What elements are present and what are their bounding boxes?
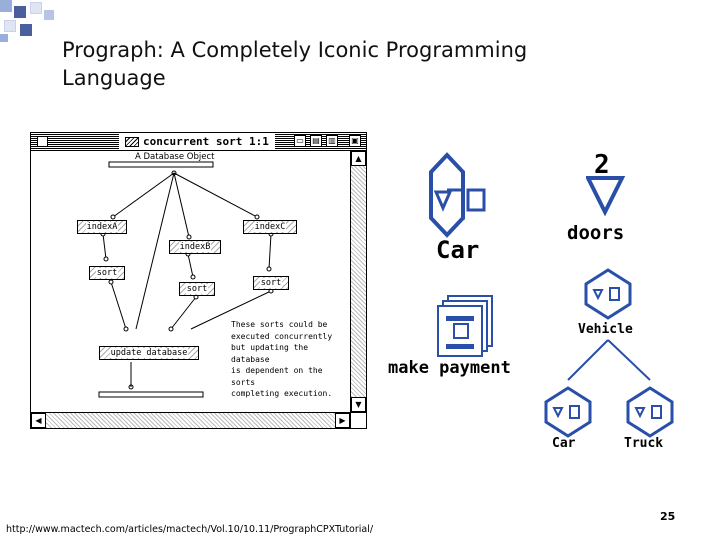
class-icon-car xyxy=(429,152,486,238)
doors-label: doors xyxy=(567,222,625,244)
note-line2: executed concurrently xyxy=(231,331,333,341)
info-icon[interactable]: ▥ xyxy=(326,135,338,147)
slide-title-line2: Language xyxy=(62,66,166,90)
window-titlebar[interactable]: concurrent sort 1:1 ▭ ▤ ▥ ▣ xyxy=(31,133,366,151)
footer-url: http://www.mactech.com/articles/mactech/… xyxy=(6,524,374,535)
zoom-box[interactable]: ▣ xyxy=(349,135,361,147)
db-object-label: A Database Object xyxy=(135,152,215,162)
op-sort-a[interactable]: sort xyxy=(89,266,125,280)
op-update-database[interactable]: update database xyxy=(99,346,199,360)
zoom-in-icon[interactable]: ▭ xyxy=(294,135,306,147)
scroll-up-arrow-icon[interactable]: ▲ xyxy=(351,151,366,166)
op-indexB[interactable]: indexB xyxy=(169,240,221,254)
car-subclass-label: Car xyxy=(552,436,576,451)
method-icon xyxy=(125,136,139,147)
op-sort-c-label: sort xyxy=(259,278,283,288)
close-box[interactable] xyxy=(37,136,48,147)
page-number: 25 xyxy=(660,510,676,523)
window-title: concurrent sort 1:1 xyxy=(143,135,269,148)
op-indexA[interactable]: indexA xyxy=(77,220,127,234)
doors-attribute-icon xyxy=(586,176,626,216)
op-indexC[interactable]: indexC xyxy=(243,220,297,234)
op-update-label: update database xyxy=(109,348,189,358)
car-subclass-icon xyxy=(544,386,592,438)
window-title-plate: concurrent sort 1:1 xyxy=(119,134,275,149)
vehicle-label: Vehicle xyxy=(578,322,633,337)
slide-title: Prograph: A Completely Iconic Programmin… xyxy=(62,36,662,92)
comment-note: These sorts could be executed concurrent… xyxy=(231,319,350,400)
note-line4: is dependent on the sorts xyxy=(231,366,323,387)
truck-label: Truck xyxy=(624,436,664,451)
scroll-left-arrow-icon[interactable]: ◀ xyxy=(31,413,46,428)
note-line3: but updating the database xyxy=(231,343,309,364)
case-icon[interactable]: ▤ xyxy=(310,135,322,147)
grow-box[interactable] xyxy=(350,412,366,428)
op-sort-b[interactable]: sort xyxy=(179,282,215,296)
note-line1: These sorts could be xyxy=(231,320,328,329)
op-sort-c[interactable]: sort xyxy=(253,276,289,290)
op-indexB-label: indexB xyxy=(178,242,212,252)
method-canvas: A Database Object indexA indexB indexC s… xyxy=(31,151,350,412)
note-line5: completing execution. xyxy=(231,389,333,398)
scroll-right-arrow-icon[interactable]: ▶ xyxy=(335,413,350,428)
dataflow-wires xyxy=(98,161,274,398)
horizontal-scrollbar[interactable]: ◀ ▶ xyxy=(31,412,350,428)
op-sort-a-label: sort xyxy=(95,268,119,278)
make-payment-method-icon xyxy=(437,295,493,357)
corner-decoration xyxy=(0,0,60,44)
class-hierarchy-diagram xyxy=(544,268,674,438)
scroll-down-arrow-icon[interactable]: ▼ xyxy=(351,397,366,412)
op-indexC-label: indexC xyxy=(253,222,287,232)
op-sort-b-label: sort xyxy=(185,284,209,294)
slide-title-line1: Prograph: A Completely Iconic Programmin… xyxy=(62,38,528,62)
vertical-scrollbar[interactable]: ▲ ▼ xyxy=(350,151,366,412)
op-indexA-label: indexA xyxy=(85,222,119,232)
prograph-window: concurrent sort 1:1 ▭ ▤ ▥ ▣ xyxy=(30,132,367,429)
car-icon-label: Car xyxy=(436,236,480,264)
truck-subclass-icon xyxy=(626,386,674,438)
doors-count: 2 xyxy=(594,150,610,180)
make-payment-label: make payment xyxy=(388,358,511,378)
vehicle-class-icon xyxy=(584,268,632,320)
